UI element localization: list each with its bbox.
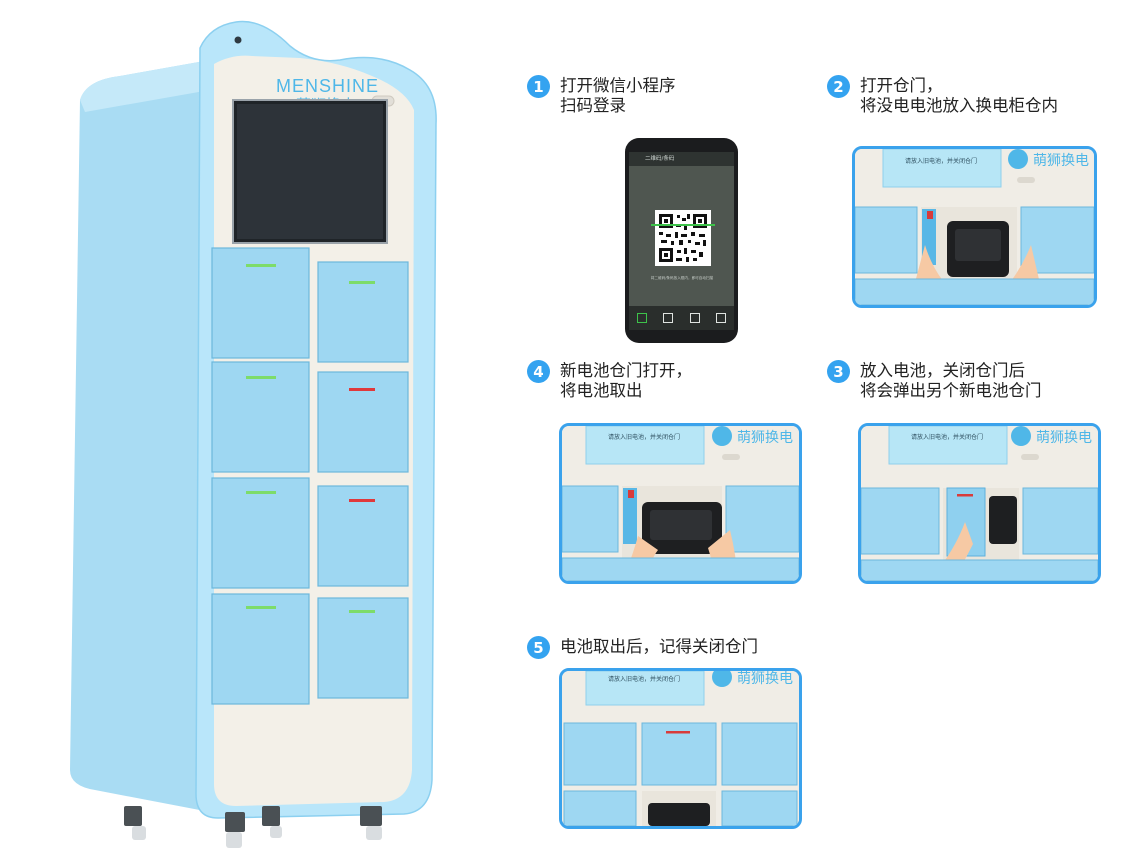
translate-tab-icon[interactable]	[715, 313, 726, 323]
phone-header-title: 二维码/条码	[629, 152, 734, 166]
step-5-line1: 电池取出后，记得关闭仓门	[560, 637, 758, 656]
door-indicator-8	[349, 610, 375, 613]
step-2-line2: 将没电电池放入换电柜仓内	[860, 96, 1058, 115]
cabinet-doors	[211, 247, 409, 705]
door-indicator-7	[246, 606, 276, 609]
step-5-screen-prompt: 请放入旧电池，并关闭仓门	[608, 675, 680, 683]
door-2	[317, 261, 409, 363]
step-3-illustration: 请放入旧电池，并关闭仓门 萌狮换电	[858, 423, 1101, 584]
step-4-screen-prompt: 请放入旧电池，并关闭仓门	[608, 433, 680, 441]
cabinet-casters	[124, 806, 382, 848]
step-4-screen-brand: 萌狮换电	[737, 429, 793, 446]
door-5	[211, 477, 310, 589]
step-2-number: 2	[827, 75, 850, 98]
door-7	[211, 593, 310, 705]
step-5: 5 电池取出后，记得关闭仓门	[527, 636, 758, 659]
phone-scan-illustration: 二维码/条码 将二维码/条码放入框内，即可自动扫描	[625, 138, 738, 343]
door-3	[211, 361, 310, 473]
step-2-line1: 打开仓门，	[860, 76, 943, 95]
cover-tab-icon[interactable]	[663, 313, 674, 323]
door-indicator-3	[246, 376, 276, 379]
step-1: 1 打开微信小程序 扫码登录	[527, 75, 676, 116]
step-3-line1: 放入电池，关闭仓门后	[860, 361, 1025, 380]
step-3-number: 3	[827, 360, 850, 383]
qr-code-icon	[655, 210, 711, 266]
step-3-screen-brand: 萌狮换电	[1036, 429, 1092, 446]
step-4-illustration: 请放入旧电池，并关闭仓门 萌狮换电	[559, 423, 802, 584]
step-2: 2 打开仓门， 将没电电池放入换电柜仓内	[827, 75, 1058, 116]
cabinet-logo-en: MENSHINE	[276, 76, 379, 96]
step-5-screen-brand: 萌狮换电	[737, 671, 793, 687]
step-1-line2: 扫码登录	[560, 96, 626, 115]
step-4-line2: 将电池取出	[560, 381, 643, 400]
battery-cabinet-illustration: MENSHINE 萌狮换电	[70, 20, 437, 848]
door-indicator-5	[246, 491, 276, 494]
step-2-screen-brand: 萌狮换电	[1033, 152, 1089, 169]
door-8	[317, 597, 409, 699]
door-indicator-6	[349, 499, 375, 502]
step-5-illustration: 请放入旧电池，并关闭仓门 萌狮换电	[559, 668, 802, 829]
step-4-number: 4	[527, 360, 550, 383]
step-2-illustration: 请放入旧电池，并关闭仓门 萌狮换电	[852, 146, 1097, 308]
step-5-number: 5	[527, 636, 550, 659]
step-2-screen-prompt: 请放入旧电池，并关闭仓门	[905, 157, 977, 165]
step-3-screen-prompt: 请放入旧电池，并关闭仓门	[911, 433, 983, 441]
step-3: 3 放入电池，关闭仓门后 将会弹出另个新电池仓门	[827, 360, 1042, 401]
step-4: 4 新电池仓门打开， 将电池取出	[527, 360, 692, 401]
door-indicators	[246, 264, 375, 613]
door-4	[317, 371, 409, 473]
door-indicator-2	[349, 281, 375, 284]
scan-tab-icon[interactable]	[637, 313, 648, 323]
door-6	[317, 485, 409, 587]
street-tab-icon[interactable]	[689, 313, 700, 323]
door-indicator-4	[349, 388, 375, 391]
step-1-line1: 打开微信小程序	[560, 76, 676, 95]
step-4-line1: 新电池仓门打开，	[560, 361, 692, 380]
cabinet-side-panel	[70, 60, 210, 812]
step-3-line2: 将会弹出另个新电池仓门	[860, 381, 1042, 400]
door-indicator-1	[246, 264, 276, 267]
phone-hint-text: 将二维码/条码放入框内，即可自动扫描	[650, 276, 714, 280]
step-1-number: 1	[527, 75, 550, 98]
